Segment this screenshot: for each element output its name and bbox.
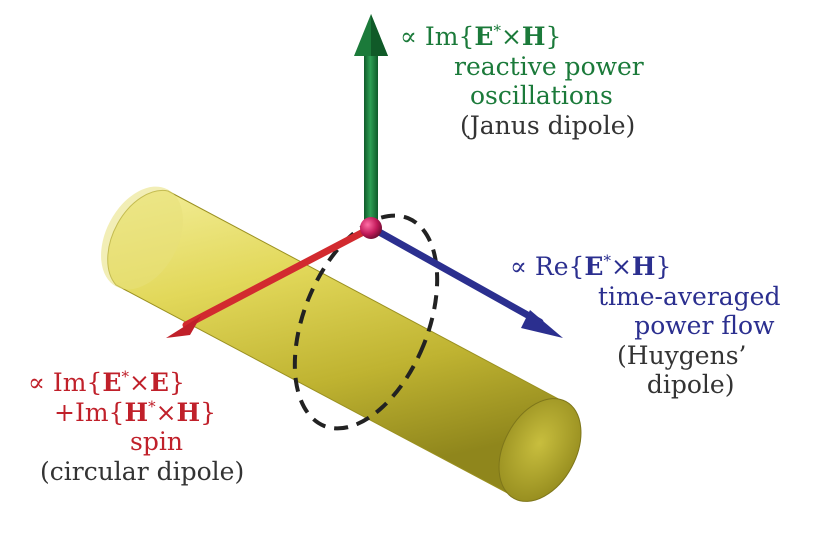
green-prop-symbol: ∝ <box>400 22 417 51</box>
blue-line3: (Huygens’ <box>617 340 747 370</box>
green-times: × <box>500 22 522 51</box>
dashed-loop-ellipse <box>292 213 440 431</box>
red-arrow-head <box>166 316 201 338</box>
red-lhs: E <box>102 368 122 397</box>
cylinder-back-end <box>101 186 183 290</box>
green-rhs: H <box>521 22 546 51</box>
red-star2: * <box>148 397 156 416</box>
blue-arrow <box>368 224 563 338</box>
red-line2: (circular dipole) <box>40 456 245 486</box>
green-op: Im <box>424 22 459 51</box>
blue-label: ∝ Re{E*×H} time-averaged power flow (Huy… <box>510 252 780 400</box>
blue-line1: time-averaged <box>598 281 781 311</box>
red-times2: × <box>155 397 177 427</box>
red-star: * <box>121 367 129 386</box>
red-lhs2: H <box>124 397 149 427</box>
red-prop-symbol: ∝ <box>28 368 45 397</box>
green-arrow-head-shade <box>371 14 388 56</box>
green-line3: (Janus dipole) <box>460 110 636 140</box>
red-label: ∝ Im{E*×E} +Im{H*×H} spin (circular dipo… <box>28 368 244 486</box>
green-label: ∝ Im{E*×H} reactive power oscillations (… <box>398 22 644 140</box>
cylinder-end-cap <box>498 398 582 502</box>
dashed-loop <box>292 213 440 431</box>
red-op2: Im <box>74 397 109 427</box>
red-arrow <box>166 224 375 338</box>
origin-ball <box>360 217 382 239</box>
green-line1: reactive power <box>454 51 644 81</box>
blue-star: * <box>603 251 611 270</box>
red-line1: spin <box>130 427 183 456</box>
green-lhs: E <box>474 22 494 51</box>
red-times: × <box>128 368 150 397</box>
cylinder <box>101 186 582 502</box>
blue-prop-symbol: ∝ <box>510 252 527 281</box>
red-rhs: E <box>149 368 169 397</box>
blue-rhs: H <box>631 252 656 281</box>
red-equation-1: ∝ Im{E*×E} <box>28 367 185 397</box>
blue-arrow-shaft <box>368 224 544 326</box>
blue-arrow-head <box>521 310 563 338</box>
blue-lhs: E <box>584 252 604 281</box>
green-arrow <box>354 14 388 227</box>
red-arrow-shaft <box>182 224 375 329</box>
green-equation: ∝ Im{E*×H} <box>400 21 562 51</box>
red-equation-2: +Im{H*×H} <box>54 397 217 427</box>
blue-line2: power flow <box>634 311 775 340</box>
blue-op: Re <box>534 252 569 281</box>
blue-line4: dipole) <box>646 370 735 399</box>
blue-times: × <box>610 252 632 281</box>
green-star: * <box>493 21 501 40</box>
green-line2: oscillations <box>470 81 613 110</box>
green-arrow-shaft <box>364 52 378 227</box>
red-rhs2: H <box>176 397 201 427</box>
red-plus: + <box>54 397 75 427</box>
red-op: Im <box>52 368 87 397</box>
blue-equation: ∝ Re{E*×H} <box>510 251 672 281</box>
